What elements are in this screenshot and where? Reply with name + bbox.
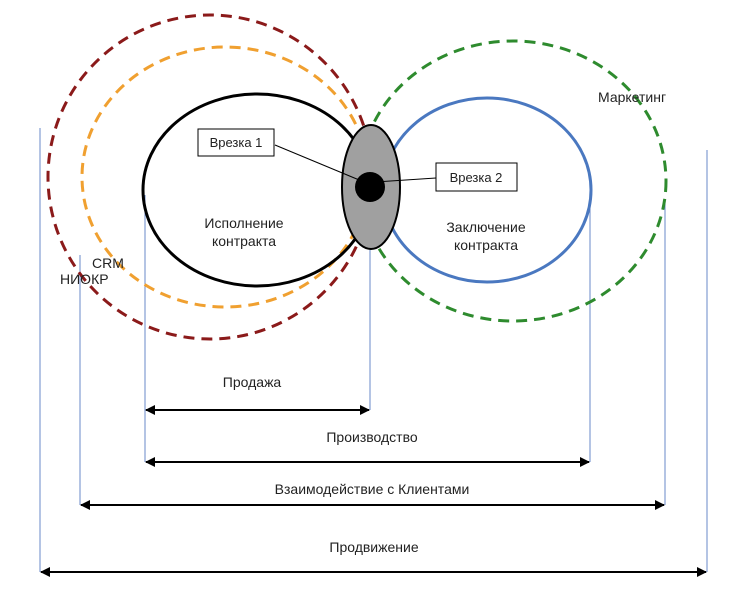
crm-label: CRM [92, 255, 124, 271]
insert2-label: Врезка 2 [450, 170, 503, 185]
insert2-box [435, 162, 518, 192]
insert1-pointer [274, 144, 365, 183]
conclusion-label-line2: контракта [454, 237, 518, 253]
niokr-label: НИОКР [60, 271, 109, 287]
execution-label-line1: Исполнение [204, 215, 283, 231]
insert1-label: Врезка 1 [210, 135, 263, 150]
insert2-pointer [375, 177, 437, 183]
promotion-label: Продвижение [329, 539, 418, 555]
customer-interaction-label: Взаимодействие с Клиентами [275, 481, 470, 497]
guide-lines [39, 128, 708, 572]
insert1-box [197, 128, 275, 157]
execution-circle [141, 92, 373, 288]
production-label: Производство [326, 429, 417, 445]
conclusion-label-line1: Заключение [446, 219, 526, 235]
marketing-label: Маркетинг [598, 89, 666, 105]
intersection-core [355, 172, 385, 202]
niokr-circle [46, 13, 374, 341]
sales-label: Продажа [223, 374, 282, 390]
execution-label-line2: контракта [212, 233, 276, 249]
